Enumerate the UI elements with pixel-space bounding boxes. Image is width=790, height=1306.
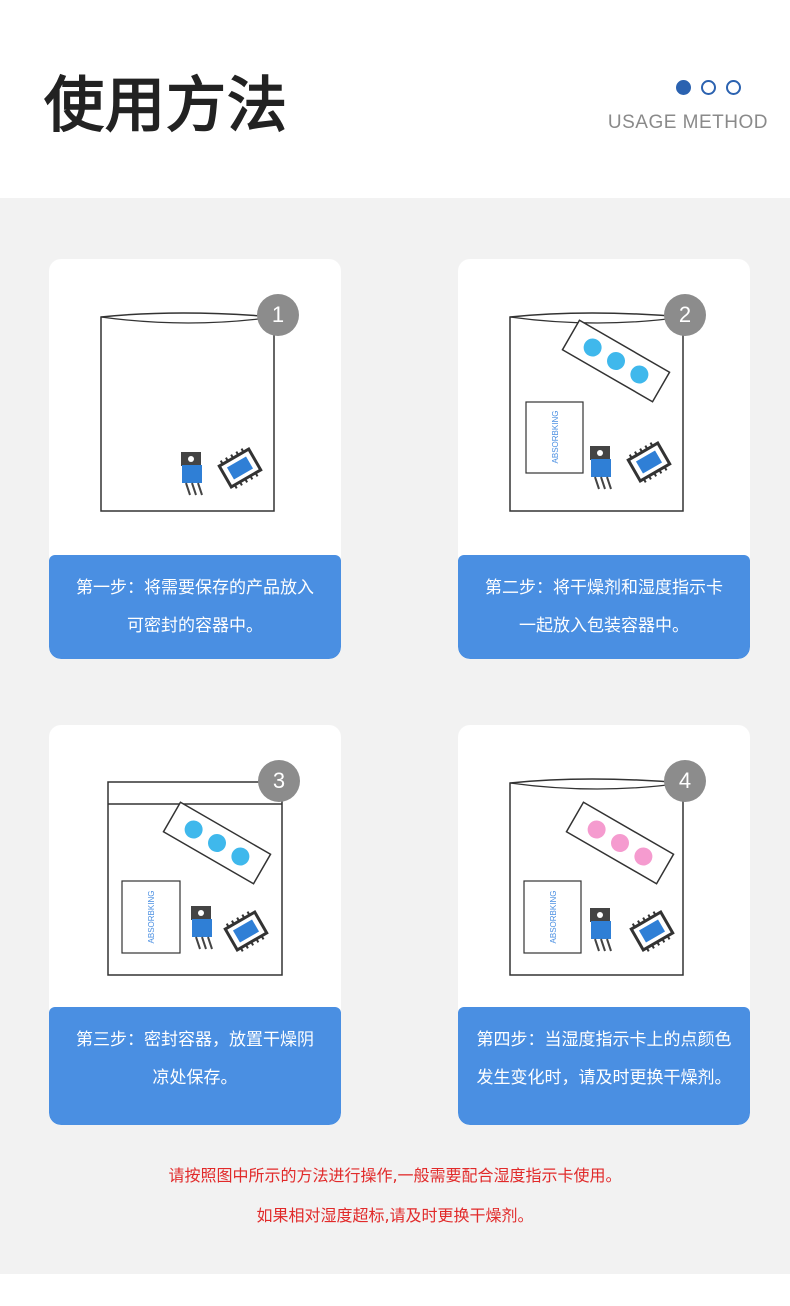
- step-caption: 第二步：将干燥剂和湿度指示卡 一起放入包装容器中。: [458, 555, 750, 659]
- step-caption-line: 第二步：将干燥剂和湿度指示卡: [485, 578, 723, 598]
- humidity-indicator-card: [565, 801, 675, 885]
- desiccant-label: ABSORBKING: [551, 411, 560, 464]
- step-number-badge: 4: [664, 760, 706, 802]
- desiccant-label: ABSORBKING: [147, 891, 156, 944]
- step-caption: 第一步：将需要保存的产品放入 可密封的容器中。: [49, 555, 341, 659]
- step-caption-line: 第四步：当湿度指示卡上的点颜色: [476, 1030, 732, 1050]
- step-caption: 第四步：当湿度指示卡上的点颜色 发生变化时，请及时更换干燥剂。: [458, 1007, 750, 1125]
- chip-icon: [629, 910, 675, 952]
- pager-dot: [726, 80, 741, 95]
- page-header: 使用方法 USAGE METHOD: [0, 0, 790, 198]
- page-subtitle: USAGE METHOD: [607, 112, 768, 133]
- transistor-icon: [590, 908, 612, 952]
- step-caption-line: 发生变化时，请及时更换干燥剂。: [476, 1068, 732, 1088]
- pager-dots: [676, 80, 746, 96]
- pager-dot-active: [676, 80, 691, 95]
- step-caption-line: 第三步：密封容器，放置干燥阴: [76, 1030, 314, 1050]
- step-number-badge: 3: [258, 760, 300, 802]
- desiccant-packet: [121, 880, 181, 954]
- step-card-3: ABSORBKING 3 第三步：密封容器，放置干燥阴 凉处保存。: [49, 725, 341, 1125]
- chip-icon: [626, 441, 672, 483]
- desiccant-packet: [523, 880, 582, 954]
- step-caption-line: 第一步：将需要保存的产品放入: [76, 578, 314, 598]
- bag-color-change-illustration: ABSORBKING: [509, 778, 684, 976]
- humidity-indicator-card: [162, 801, 272, 885]
- transistor-icon: [181, 452, 203, 496]
- transistor-icon: [590, 446, 612, 490]
- usage-note-line: 如果相对湿度超标,请及时更换干燥剂。: [256, 1206, 534, 1225]
- sealed-bag-illustration: ABSORBKING: [107, 781, 283, 976]
- transistor-icon: [191, 906, 213, 950]
- step-caption-line: 一起放入包装容器中。: [519, 616, 689, 636]
- chip-icon: [217, 447, 263, 489]
- humidity-indicator-card: [561, 319, 671, 403]
- desiccant-packet: [525, 401, 584, 474]
- content-area: 1 第一步：将需要保存的产品放入 可密封的容器中。 ABSORBKING: [0, 198, 790, 1274]
- desiccant-label: ABSORBKING: [549, 891, 558, 944]
- pager-dot: [701, 80, 716, 95]
- page-title: 使用方法: [44, 71, 288, 141]
- chip-icon: [223, 910, 269, 952]
- step-card-4: ABSORBKING 4 第四步：当湿度指示卡上的点颜色 发生变化时: [458, 725, 750, 1125]
- open-bag-illustration: [100, 312, 275, 512]
- step-card-1: 1 第一步：将需要保存的产品放入 可密封的容器中。: [49, 259, 341, 659]
- step-caption-line: 可密封的容器中。: [127, 616, 263, 636]
- step-caption: 第三步：密封容器，放置干燥阴 凉处保存。: [49, 1007, 341, 1125]
- step-caption-line: 凉处保存。: [152, 1068, 238, 1088]
- bag-with-desiccant-illustration: ABSORBKING: [509, 312, 684, 512]
- step-number-badge: 2: [664, 294, 706, 336]
- step-number-badge: 1: [257, 294, 299, 336]
- step-card-2: ABSORBKING 2 第二步：将干燥剂和湿度指示卡 一起放入包装: [458, 259, 750, 659]
- usage-note-line: 请按照图中所示的方法进行操作,一般需要配合湿度指示卡使用。: [168, 1166, 622, 1185]
